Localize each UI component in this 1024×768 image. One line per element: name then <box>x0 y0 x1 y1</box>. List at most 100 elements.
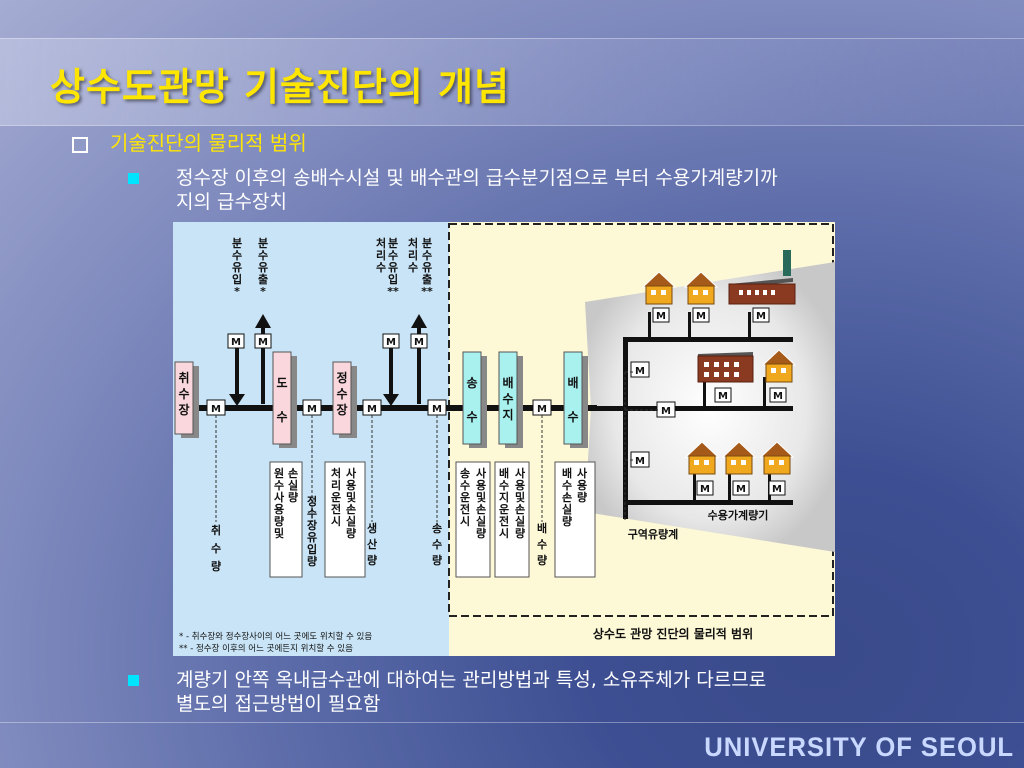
meter-icon: M <box>362 399 382 416</box>
svg-text:M: M <box>772 484 782 495</box>
network-pipe-top <box>623 337 793 342</box>
facility-transmission <box>462 351 482 445</box>
title-band <box>0 38 1024 126</box>
svg-text:취수장: 취수장 <box>178 370 189 417</box>
svg-text:M: M <box>211 404 221 415</box>
meter-icon: M <box>630 361 650 378</box>
svg-text:도수: 도수 <box>276 376 287 424</box>
meters: M M M M M M M M M M M M M M M M M M M M <box>206 307 787 496</box>
square-bullet-icon <box>128 173 139 184</box>
distribution-use-box <box>554 461 596 578</box>
meter-icon: M <box>254 333 272 349</box>
footer-divider <box>0 722 1024 723</box>
svg-text:정수장: 정수장 <box>336 370 347 417</box>
meter-icon: M <box>206 399 226 416</box>
slide-title: 상수도관망 기술진단의 개념 <box>50 65 510 109</box>
svg-text:M: M <box>661 406 671 417</box>
bullet-2-line-2: 별도의 접근방법이 필요함 <box>176 693 381 715</box>
inflow-arrow-icon <box>229 394 245 406</box>
district-meter-label: 구역유량계 <box>628 527 679 541</box>
university-logo: UNIVERSITY OF SEOUL <box>704 732 1014 762</box>
meter-icon: M <box>714 387 732 403</box>
network-pipe-mid <box>593 406 793 411</box>
facility-conveyance <box>272 351 292 445</box>
svg-text:M: M <box>696 311 706 322</box>
house-icon <box>761 349 797 383</box>
bullet-2-line-1: 계량기 안쪽 옥내급수관에 대하여는 관리방법과 특성, 소유주체가 다르므로 <box>176 669 767 691</box>
treated-inflow-arrow-icon <box>383 394 399 406</box>
house-icon <box>683 271 719 305</box>
svg-text:M: M <box>718 391 728 402</box>
svg-text:M: M <box>656 311 666 322</box>
house-icon <box>759 441 795 475</box>
svg-text:M: M <box>756 311 766 322</box>
svg-text:배수지: 배수지 <box>502 375 513 422</box>
svg-text:처리수: 처리수 <box>408 236 418 274</box>
svg-text:M: M <box>773 391 783 402</box>
note-2: ** - 정수장 이후의 어느 곳에든지 위치할 수 있음 <box>179 643 353 654</box>
bullet-1-line-2: 지의 급수장치 <box>176 191 287 213</box>
level1-text: 기술진단의 물리적 범위 <box>110 131 307 155</box>
facility-reservoir <box>498 351 518 445</box>
meter-icon: M <box>732 480 750 496</box>
svg-text:M: M <box>432 404 442 415</box>
outflow-arrow-icon <box>255 314 271 328</box>
meter-icon: M <box>410 333 428 349</box>
reservoir-use-box <box>494 461 530 578</box>
svg-text:M: M <box>700 484 710 495</box>
svg-text:배수: 배수 <box>567 375 578 424</box>
square-bullet-icon <box>128 675 139 686</box>
svg-text:M: M <box>386 337 396 348</box>
svg-text:손실량: 손실량 <box>288 467 298 504</box>
bullet-1-line-1: 정수장 이후의 송배수시설 및 배수관의 급수분기점으로 부터 수용가계량기까 <box>176 167 778 189</box>
meter-icon: M <box>227 333 245 349</box>
svg-text:M: M <box>736 484 746 495</box>
network-pipe-bottom <box>623 500 793 505</box>
meter-icon: M <box>752 307 770 323</box>
svg-text:처리수: 처리수 <box>376 236 386 274</box>
note-1: * - 취수장와 정수장사이의 어느 곳에도 위치할 수 있음 <box>179 631 372 642</box>
facility-treatment <box>332 361 352 435</box>
hollow-square-bullet-icon <box>72 136 88 153</box>
svg-text:사용량: 사용량 <box>577 466 588 504</box>
svg-text:M: M <box>635 366 645 377</box>
level1-heading: 기술진단의 물리적 범위 <box>72 127 307 156</box>
svg-text:M: M <box>537 404 547 415</box>
meter-icon: M <box>768 480 786 496</box>
meter-icon: M <box>427 399 447 416</box>
svg-text:M: M <box>258 337 268 348</box>
meter-icon: M <box>630 451 650 468</box>
house-icon <box>684 441 720 475</box>
facility-intake <box>174 361 194 435</box>
meter-icon: M <box>656 401 676 418</box>
svg-text:M: M <box>635 456 645 467</box>
meter-icon: M <box>696 480 714 496</box>
scope-label: 상수도 관망 진단의 물리적 범위 <box>593 626 753 641</box>
meter-icon: M <box>652 307 670 323</box>
meter-icon: M <box>302 399 322 416</box>
svg-text:M: M <box>414 337 424 348</box>
facility-distribution <box>563 351 583 445</box>
house-icon <box>721 441 757 475</box>
transmission-use-box <box>455 461 491 578</box>
meter-icon: M <box>382 333 400 349</box>
meter-icon: M <box>692 307 710 323</box>
customer-meter-label: 수용가계량기 <box>708 508 769 522</box>
